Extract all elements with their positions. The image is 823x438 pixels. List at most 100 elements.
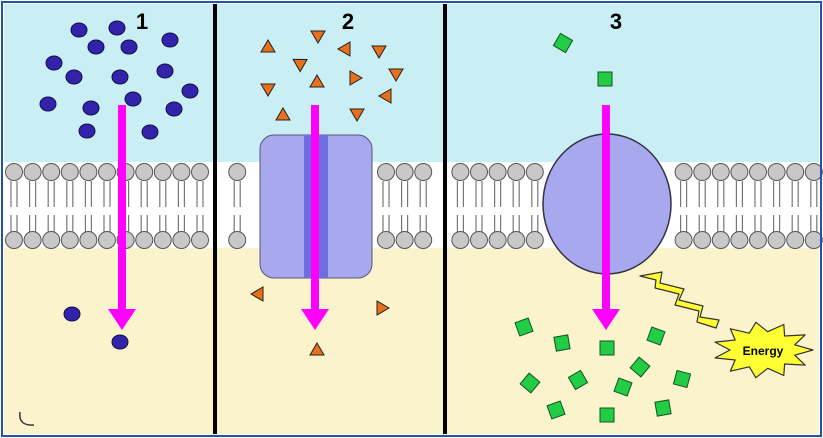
square-molecule	[613, 377, 633, 397]
lipid-head	[79, 231, 98, 249]
square-molecule	[519, 372, 541, 394]
lipid-tail	[382, 181, 390, 207]
lipid-tail	[456, 215, 464, 233]
lipid-head	[23, 163, 42, 181]
circle-molecule	[124, 91, 142, 107]
panel-label-1: 1	[136, 9, 148, 34]
lipid-head	[60, 231, 79, 249]
panel-label-3: 3	[610, 9, 622, 34]
lipid-tail	[531, 215, 539, 233]
lipid-tail	[103, 215, 111, 233]
lipid-head	[377, 231, 395, 249]
lipid-tail	[103, 181, 111, 207]
triangle-molecule	[309, 74, 325, 88]
lipid-head	[767, 231, 786, 249]
lipid-tail	[196, 215, 204, 233]
lipid-head	[525, 163, 544, 181]
lipid-tail	[177, 181, 185, 207]
circle-molecule	[45, 55, 63, 71]
triangle-molecule	[275, 107, 291, 121]
triangle-molecule	[310, 30, 326, 44]
lipid-tail	[531, 181, 539, 207]
lipid-tail	[754, 181, 762, 207]
lipid-tail	[512, 215, 520, 233]
square-molecule	[629, 356, 651, 378]
triangle-molecule	[260, 39, 276, 53]
lipid-head	[395, 231, 414, 249]
lipid-head	[172, 231, 191, 249]
lipid-tail	[233, 215, 241, 233]
lipid-head	[451, 163, 470, 181]
square-molecule	[646, 326, 666, 346]
transport-arrow-1	[108, 105, 136, 330]
lipid-tail	[10, 215, 18, 233]
lipid-tail	[773, 215, 781, 233]
lipid-tail	[512, 181, 520, 207]
lipid-head	[786, 231, 805, 249]
lipid-tail	[401, 215, 409, 233]
circle-molecule	[165, 101, 183, 117]
triangle-molecule	[388, 68, 404, 82]
lipid-head	[507, 163, 526, 181]
extracellular-region	[4, 4, 819, 162]
circle-molecule	[111, 334, 129, 350]
circle-molecule	[120, 39, 138, 55]
lipid-head	[470, 163, 488, 181]
lipid-head	[23, 231, 42, 249]
lipid-tail	[791, 215, 799, 233]
lipid-tail	[401, 181, 409, 207]
lipid-head	[525, 231, 544, 249]
lipid-tail	[698, 215, 706, 233]
lipid-tail	[47, 181, 55, 207]
square-molecule	[553, 334, 571, 352]
lipid-head	[42, 231, 61, 249]
lipid-head	[377, 163, 395, 181]
energy-label: Energy	[743, 344, 784, 358]
lipid-head	[414, 231, 433, 249]
lipid-head	[191, 163, 209, 181]
circle-molecule	[141, 124, 159, 140]
lipid-head	[228, 163, 247, 181]
lipid-head	[5, 231, 23, 249]
lipid-head	[767, 163, 786, 181]
circle-molecules	[39, 20, 199, 350]
lipid-head	[674, 231, 693, 249]
lipid-tail	[10, 181, 18, 207]
lipid-tail	[196, 181, 204, 207]
lipid-head	[804, 163, 823, 181]
lipid-head	[804, 231, 823, 249]
lipid-tail	[140, 181, 148, 207]
lipid-tail	[419, 215, 427, 233]
lipid-tail	[680, 215, 688, 233]
circle-molecule	[161, 32, 179, 48]
square-molecule	[599, 407, 615, 423]
triangle-molecule	[260, 83, 276, 97]
circle-molecule	[78, 123, 96, 139]
lipid-tail	[84, 215, 92, 233]
triangle-molecule	[349, 70, 363, 86]
triangle-molecules	[250, 30, 404, 356]
lipid-head	[135, 231, 154, 249]
triangle-molecule	[371, 45, 387, 59]
lipid-head	[98, 163, 116, 181]
transport-arrow-3	[592, 105, 620, 330]
lipid-tail	[680, 181, 688, 207]
lipid-tail	[773, 181, 781, 207]
square-molecule	[546, 400, 566, 420]
square-molecule	[552, 32, 574, 54]
square-molecule	[514, 317, 534, 337]
triangle-molecule	[376, 300, 390, 316]
lipid-tail	[754, 215, 762, 233]
lipid-head	[711, 163, 730, 181]
lipid-head	[135, 163, 154, 181]
lipid-tail	[717, 181, 725, 207]
lipid-bilayer	[5, 163, 823, 249]
lipid-head	[5, 163, 23, 181]
square-molecules	[514, 32, 692, 423]
lipid-head	[786, 163, 805, 181]
lipid-head	[228, 231, 247, 249]
square-molecule	[654, 399, 672, 417]
lipid-head	[172, 163, 191, 181]
lipid-head	[153, 231, 172, 249]
